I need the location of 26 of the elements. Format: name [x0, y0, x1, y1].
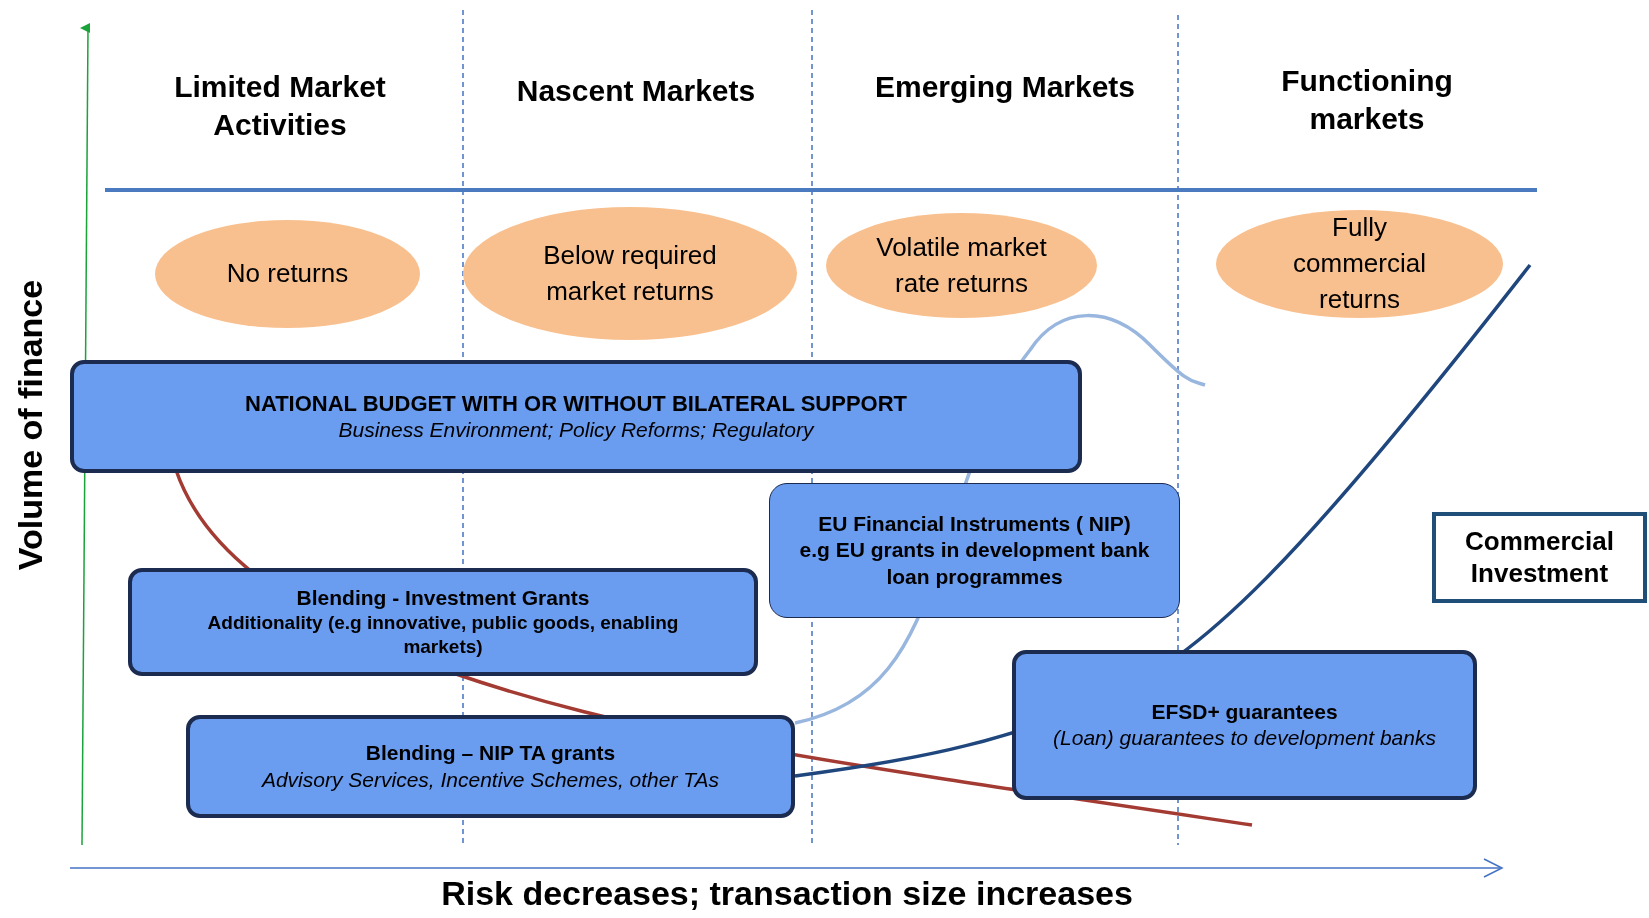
instrument-box: [1012, 650, 1477, 800]
box-title: NATIONAL BUDGET WITH OR WITHOUT BILATERAL SUPPORT: [245, 389, 907, 418]
axis-title: Risk decreases; transaction size increases: [441, 874, 1133, 913]
column-heading: Limited Market Activities: [173, 69, 387, 143]
category-box: Commercial Investment: [1432, 512, 1647, 603]
box-description: Additionality (e.g innovative, public goods, enabling markets): [206, 611, 680, 659]
column-heading: Functioning markets: [1280, 63, 1454, 137]
column-heading: Emerging Markets: [874, 69, 1136, 105]
instrument-box: [769, 483, 1180, 618]
ellipse-label: Volatile market rate returns: [875, 230, 1048, 300]
instrument-box: [70, 360, 1082, 473]
box-title: Blending - Investment Grants: [296, 585, 590, 612]
box-description: e.g EU grants in development bank loan programmes: [798, 537, 1151, 590]
box-title: EFSD+ guarantees: [1151, 698, 1338, 725]
box-description: (Loan) guarantees to development banks: [1053, 725, 1436, 751]
axis-title: Volume of finance: [10, 279, 50, 571]
ellipse-label: No returns: [225, 257, 350, 291]
instrument-box: [128, 568, 758, 676]
ellipse-label: Fully commercial returns: [1292, 211, 1427, 316]
ellipse-label: Below required market returns: [542, 238, 718, 308]
box-description: Business Environment; Policy Reforms; Regulatory: [338, 417, 814, 444]
box-description: Advisory Services, Incentive Schemes, other TAs: [261, 766, 720, 793]
box-title: EU Financial Instruments ( NIP): [818, 511, 1131, 538]
column-heading: Nascent Markets: [516, 73, 756, 109]
instrument-box: [186, 715, 795, 818]
box-title: Blending – NIP TA grants: [365, 740, 616, 767]
